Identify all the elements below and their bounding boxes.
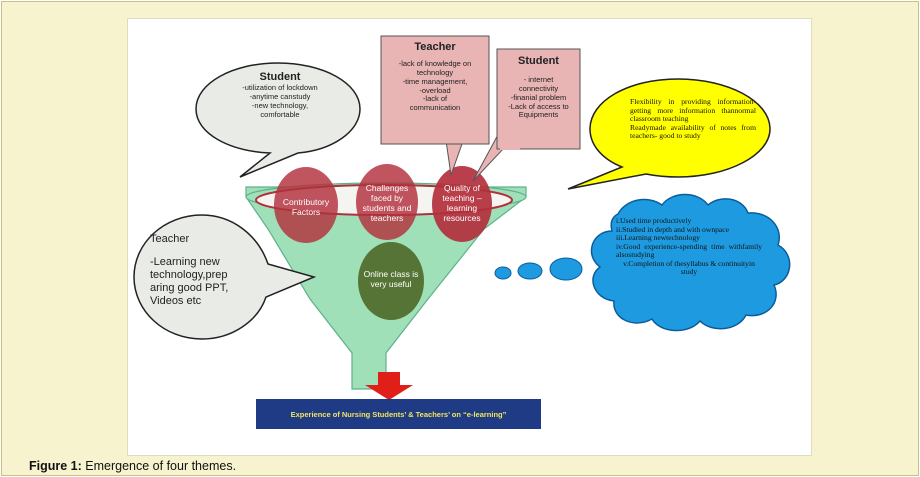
cloud-text: i.Used time productively ii.Studied in d… xyxy=(616,216,762,277)
arrow-head xyxy=(365,385,413,400)
cloud-shape xyxy=(590,193,791,332)
thought-dot-large xyxy=(549,257,583,281)
circle-online-label: Online class is very useful xyxy=(363,269,419,290)
circle-contributory-factors xyxy=(274,167,338,243)
teacher-callout-box xyxy=(380,35,490,145)
figure-caption: Figure 1: Emergence of four themes. xyxy=(29,459,236,473)
diagram-graphics xyxy=(133,35,791,400)
teacher-bubble-line: -Learning new xyxy=(150,255,220,268)
student-bubble-shape xyxy=(195,62,361,178)
teacher-callout-title: Teacher xyxy=(414,41,456,53)
student-callout-line: -finanial problem xyxy=(510,92,567,102)
teacher-callout-text: Teacher -lack of knowledge on technology… xyxy=(382,41,488,113)
yellow-bubble-shape xyxy=(567,78,771,190)
output-banner-text: Experience of Nursing Students’ & Teache… xyxy=(290,409,507,419)
circle-quality-resources xyxy=(432,166,492,242)
thought-dot-medium xyxy=(517,262,543,280)
teacher-bubble-text: Teacher -Learning new technology,prep ar… xyxy=(150,233,266,308)
circle-contributory-label: Contributory Factors xyxy=(282,197,330,218)
student-callout-line: - internet xyxy=(523,74,554,84)
circle-quality-label: Quality of teaching – learning resources xyxy=(442,183,482,224)
teacher-callout-line: -lack of xyxy=(422,94,448,104)
yellow-bubble-text: Flexibility in providing information- ge… xyxy=(630,97,756,141)
teacher-callout-line: -time management, xyxy=(402,76,468,86)
teacher-bubble-title: Teacher xyxy=(150,233,190,245)
student-bubble-title: Student xyxy=(259,71,301,83)
caption-label: Figure 1: xyxy=(29,459,82,473)
arrow-stem xyxy=(378,372,400,386)
student-callout-line: -Lack of access to xyxy=(508,101,569,111)
student-bubble-line: -anytime canstudy xyxy=(249,91,311,101)
teacher-callout-line: communication xyxy=(409,103,461,113)
student-tail-joint xyxy=(500,146,520,150)
cloud-line: iv.Good experience-spending time withfam… xyxy=(616,241,762,259)
teacher-callout-line: -lack of knowledge on xyxy=(398,58,472,68)
circle-challenges-label: Challenges faced by students and teacher… xyxy=(362,183,412,224)
teacher-tail-joint xyxy=(444,125,468,129)
output-banner: Experience of Nursing Students’ & Teache… xyxy=(256,399,541,429)
student-callout-box xyxy=(496,48,581,150)
thought-dot-small xyxy=(494,266,512,280)
teacher-bubble-line: Videos etc xyxy=(150,294,202,307)
student-bubble-text: Student -utilization of lockdown -anytim… xyxy=(210,71,350,119)
teacher-callout-line: -overload xyxy=(419,85,451,95)
teacher-bubble-line: technology,prep xyxy=(150,268,228,281)
circle-challenges xyxy=(356,164,418,240)
teacher-callout-line: technology xyxy=(416,67,454,77)
caption-text: Emergence of four themes. xyxy=(81,459,237,473)
cloud-line: iii.Learning newtechnology xyxy=(616,233,700,242)
teacher-bubble-line: aring good PPT, xyxy=(150,281,229,294)
diagram-canvas: Student -utilization of lockdown -anytim… xyxy=(127,18,812,456)
student-callout-line: Equipments xyxy=(518,110,559,120)
student-bubble-line: -utilization of lockdown xyxy=(242,82,318,92)
cloud-line: i.Used time productively xyxy=(616,216,692,225)
student-callout-text: Student - internet connectivity -finania… xyxy=(498,55,579,120)
teacher-bubble-shape xyxy=(133,214,317,340)
student-callout-title: Student xyxy=(518,55,559,67)
student-callout-line: connectivity xyxy=(518,83,559,93)
circle-online-class xyxy=(358,242,424,320)
cloud-line: ii.Studied in depth and with ownpace xyxy=(616,224,730,234)
cloud-line: v.Completion of thesyllabus & continuity… xyxy=(623,258,755,276)
student-bubble-line: comfortable xyxy=(260,109,300,119)
yellow-bubble-line: Flexibility in providing information- ge… xyxy=(630,97,756,123)
student-bubble-line: -new technology, xyxy=(251,100,309,110)
yellow-bubble-line: Readymade availability of notes from tea… xyxy=(630,122,756,140)
